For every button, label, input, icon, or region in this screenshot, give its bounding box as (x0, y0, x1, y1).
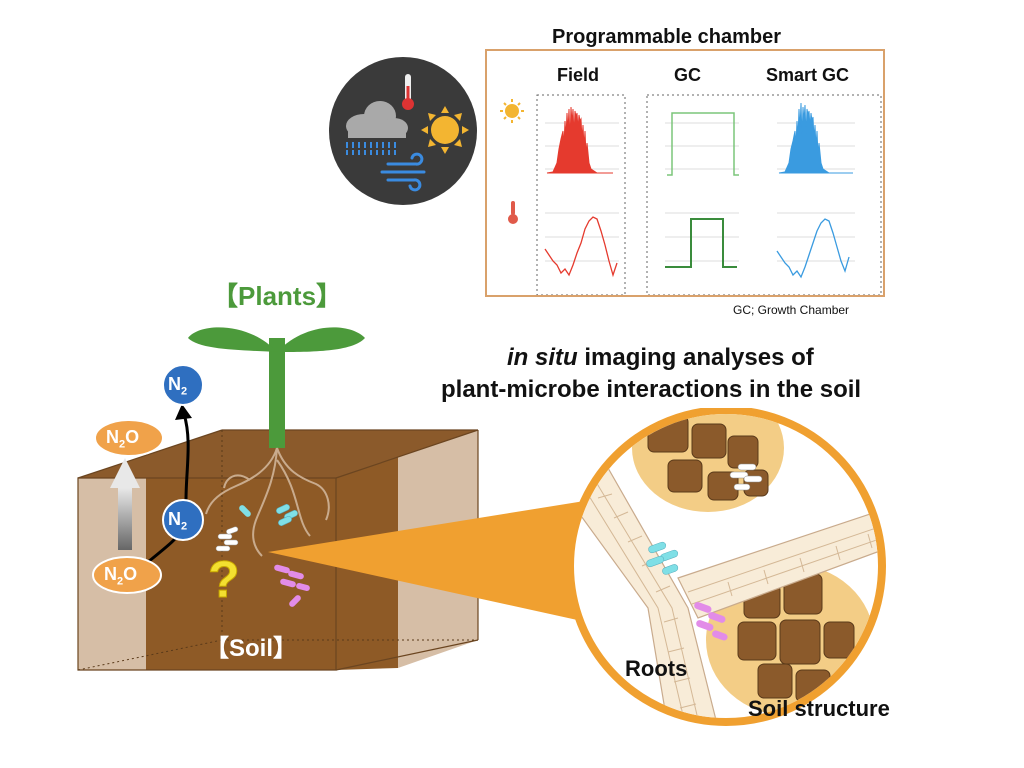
roots-drawing (205, 447, 330, 557)
zoom-cyan-microbes (646, 541, 679, 575)
rain-cloud-icon (346, 101, 408, 155)
chamber-panel: Field GC Smart GC (485, 49, 885, 297)
weather-circle (329, 57, 477, 205)
smart-gc-temp-curve (776, 218, 850, 279)
sun-icon (421, 106, 469, 154)
cyan-microbe-1 (239, 505, 251, 517)
plants-label: 【Plants】 (212, 281, 343, 311)
soil-top-face (78, 430, 478, 478)
thermometer-icon (402, 74, 414, 110)
zoom-circle (568, 408, 886, 726)
n2o-top-label: N2O (106, 427, 140, 451)
imaging-title-rest: imaging analyses of (577, 344, 814, 371)
wind-icon (380, 152, 426, 192)
white-microbes (215, 526, 239, 552)
gc-light-curve (667, 112, 739, 176)
column-field: Field (557, 65, 600, 85)
chamber-graphs (500, 94, 882, 295)
imaging-title-line1: in situ imaging analyses of (507, 344, 814, 372)
plant-leaf-right (277, 327, 365, 352)
soil-block-scene (77, 327, 600, 671)
sun-small-icon (500, 99, 524, 123)
smart-gc-light-curve (778, 102, 853, 174)
column-smart-gc: Smart GC (766, 65, 850, 85)
n2-middle-label: N2 (168, 509, 188, 533)
thermometer-small-icon (508, 201, 518, 224)
soil-mass (146, 456, 398, 670)
n2o-bottom-label: N2O (104, 564, 138, 588)
gc-temp-curve (665, 218, 737, 268)
plant-leaf-left (188, 327, 277, 352)
n2o-emission-arrow (110, 458, 140, 550)
imaging-title-italic: in situ (507, 344, 578, 371)
purple-microbes (274, 564, 310, 607)
imaging-title-line2: plant-microbe interactions in the soil (441, 376, 862, 403)
gridlines-temp (545, 212, 855, 262)
soil-label: 【Soil】 (205, 635, 298, 662)
soil-structure-label: Soil structure (748, 696, 890, 721)
n2-middle-circle (162, 499, 204, 541)
n2o-bottom-circle (92, 556, 162, 594)
n2-top-label: N2 (168, 374, 188, 398)
question-mark: ? (208, 551, 241, 610)
plant-stem (269, 338, 285, 448)
column-gc: GC (674, 65, 701, 85)
cyan-microbes (276, 504, 298, 526)
n2o-top-circle (94, 419, 164, 457)
roots-label: Roots (625, 656, 688, 681)
root-cells (574, 467, 878, 718)
n2-top-circle (162, 364, 204, 406)
arrow-head-icon (175, 404, 192, 420)
field-light-curve (546, 106, 613, 174)
zoom-callout-wedge (268, 498, 600, 626)
chamber-footnote: GC; Growth Chamber (733, 303, 850, 317)
zoom-purple-microbes (694, 602, 728, 641)
reduction-arrow-upper (182, 413, 190, 501)
chamber-title: Programmable chamber (552, 26, 781, 48)
zoom-white-microbes (729, 463, 763, 491)
field-temp-curve (544, 216, 618, 278)
